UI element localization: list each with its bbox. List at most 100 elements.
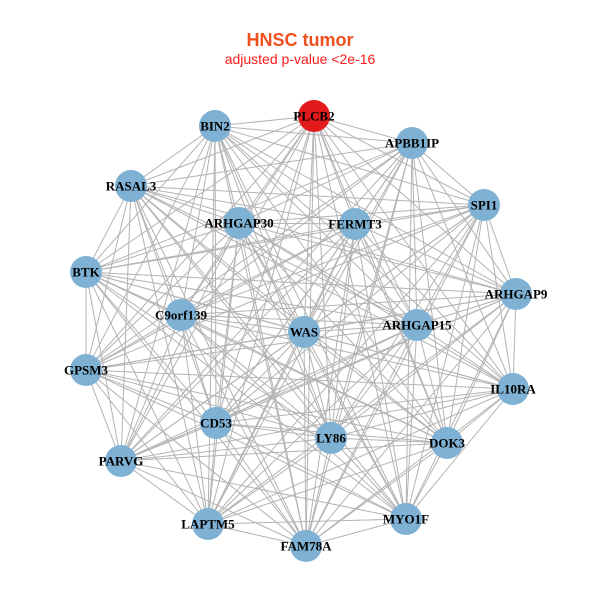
- edge-PARVG-MYO1F: [120, 460, 407, 520]
- edge-RASAL3-MYO1F: [130, 185, 407, 520]
- node-C9orf139[interactable]: C9orf139: [155, 299, 207, 331]
- node-circle[interactable]: [315, 422, 347, 454]
- edge-BIN2-SPI1: [214, 125, 485, 206]
- node-WAS[interactable]: WAS: [288, 316, 320, 348]
- node-label: SPI1: [471, 198, 498, 213]
- node-label: ARHGAP15: [382, 318, 452, 333]
- edge-BIN2-FERMT3: [214, 125, 356, 225]
- edge-FERMT3-BTK: [85, 223, 356, 273]
- edge-ARHGAP15-MYO1F: [405, 324, 418, 520]
- node-circle[interactable]: [396, 127, 428, 159]
- edge-IL10RA-CD53: [215, 388, 514, 424]
- node-label: PARVG: [99, 454, 144, 469]
- edge-APBB1IP-FAM78A: [305, 142, 413, 547]
- node-circle[interactable]: [500, 278, 532, 310]
- edge-MYO1F-FAM78A: [305, 518, 407, 547]
- node-circle[interactable]: [339, 208, 371, 240]
- edge-LY86-DOK3: [330, 437, 448, 444]
- node-circle[interactable]: [223, 207, 255, 239]
- node-circle[interactable]: [115, 170, 147, 202]
- edge-BTK-FAM78A: [85, 271, 307, 547]
- edge-ARHGAP15-CD53: [215, 324, 418, 424]
- node-circle[interactable]: [390, 503, 422, 535]
- edge-ARHGAP30-LAPTM5: [207, 222, 240, 525]
- edge-SPI1-BTK: [85, 204, 485, 273]
- node-circle[interactable]: [192, 508, 224, 540]
- edge-RASAL3-FAM78A: [130, 185, 307, 547]
- edge-LAPTM5-FAM78A: [207, 523, 307, 547]
- edge-PLCB2-GPSM3: [85, 115, 315, 371]
- edge-BIN2-LAPTM5: [207, 125, 216, 525]
- edge-IL10RA-FAM78A: [305, 388, 514, 547]
- node-DOK3[interactable]: DOK3: [429, 427, 466, 459]
- edge-MYO1F-LAPTM5: [207, 518, 407, 525]
- node-LY86[interactable]: LY86: [315, 422, 347, 454]
- edge-PLCB2-LY86: [313, 115, 332, 439]
- edge-PARVG-LAPTM5: [120, 460, 209, 525]
- edge-ARHGAP9-ARHGAP15: [416, 293, 517, 326]
- edge-ARHGAP30-FERMT3: [238, 222, 356, 225]
- edge-ARHGAP9-LY86: [330, 293, 517, 439]
- edge-C9orf139-FAM78A: [180, 314, 307, 547]
- node-BTK[interactable]: BTK: [70, 256, 102, 288]
- edge-WAS-PARVG: [120, 331, 305, 462]
- node-MYO1F[interactable]: MYO1F: [383, 503, 429, 535]
- edge-ARHGAP9-FAM78A: [305, 293, 517, 547]
- edge-PLCB2-BTK: [85, 115, 315, 273]
- node-circle[interactable]: [105, 445, 137, 477]
- edge-FERMT3-GPSM3: [85, 223, 356, 371]
- node-LAPTM5[interactable]: LAPTM5: [181, 508, 235, 540]
- node-ARHGAP30[interactable]: ARHGAP30: [204, 207, 274, 239]
- edge-PLCB2-PARVG: [120, 115, 315, 462]
- node-circle[interactable]: [497, 373, 529, 405]
- node-FERMT3[interactable]: FERMT3: [328, 208, 382, 240]
- node-circle[interactable]: [70, 354, 102, 386]
- node-PARVG[interactable]: PARVG: [99, 445, 144, 477]
- node-circle[interactable]: [298, 100, 330, 132]
- edge-APBB1IP-IL10RA: [411, 142, 514, 390]
- edge-FERMT3-FAM78A: [305, 223, 356, 547]
- node-GPSM3[interactable]: GPSM3: [64, 354, 109, 386]
- edge-ARHGAP15-IL10RA: [416, 324, 514, 390]
- edge-APBB1IP-GPSM3: [85, 142, 413, 371]
- node-APBB1IP[interactable]: APBB1IP: [385, 127, 439, 159]
- edge-GPSM3-IL10RA: [85, 369, 514, 390]
- node-circle[interactable]: [70, 256, 102, 288]
- node-circle[interactable]: [401, 309, 433, 341]
- node-label: BIN2: [200, 119, 230, 134]
- node-IL10RA[interactable]: IL10RA: [490, 373, 536, 405]
- node-ARHGAP9[interactable]: ARHGAP9: [485, 278, 548, 310]
- node-label: IL10RA: [490, 382, 536, 397]
- node-CD53[interactable]: CD53: [200, 407, 232, 439]
- edge-APBB1IP-C9orf139: [180, 142, 413, 316]
- node-circle[interactable]: [431, 427, 463, 459]
- edge-APBB1IP-LY86: [330, 142, 413, 439]
- edge-BTK-ARHGAP15: [85, 271, 418, 326]
- node-circle[interactable]: [199, 110, 231, 142]
- edge-LY86-LAPTM5: [207, 437, 332, 525]
- edge-APBB1IP-DOK3: [411, 142, 448, 444]
- node-label: DOK3: [429, 436, 466, 451]
- edge-BTK-CD53: [85, 271, 217, 424]
- node-circle[interactable]: [290, 530, 322, 562]
- chart-subtitle: adjusted p-value <2e-16: [224, 51, 376, 67]
- edge-DOK3-FAM78A: [305, 442, 448, 547]
- node-ARHGAP15[interactable]: ARHGAP15: [382, 309, 452, 341]
- edge-GPSM3-DOK3: [85, 369, 448, 444]
- edge-RASAL3-SPI1: [130, 185, 485, 206]
- node-circle[interactable]: [288, 316, 320, 348]
- node-circle[interactable]: [200, 407, 232, 439]
- node-label: FAM78A: [280, 539, 332, 554]
- node-circle[interactable]: [165, 299, 197, 331]
- edge-ARHGAP30-ARHGAP15: [238, 222, 418, 326]
- edge-PLCB2-BIN2: [214, 115, 315, 127]
- node-BIN2[interactable]: BIN2: [199, 110, 231, 142]
- node-FAM78A[interactable]: FAM78A: [280, 530, 332, 562]
- node-PLCB2[interactable]: PLCB2: [293, 100, 335, 132]
- edge-SPI1-FAM78A: [305, 204, 485, 547]
- edge-RASAL3-DOK3: [130, 185, 448, 444]
- node-circle[interactable]: [468, 189, 500, 221]
- node-SPI1[interactable]: SPI1: [468, 189, 500, 221]
- node-RASAL3[interactable]: RASAL3: [106, 170, 157, 202]
